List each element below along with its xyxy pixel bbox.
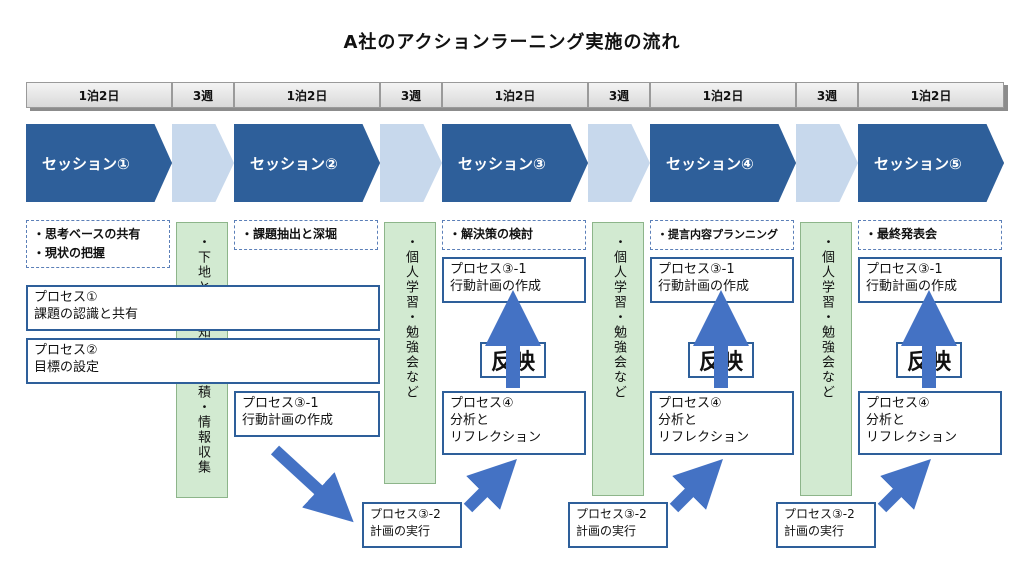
gap-4-study-box: ・個人学習・勉強会など bbox=[800, 222, 852, 496]
process-4-box: プロセス④ 分析と リフレクション bbox=[442, 391, 586, 455]
topic-box-session-4: ・提言内容プランニング bbox=[650, 220, 794, 250]
duration-cell: 1泊2日 bbox=[26, 82, 172, 108]
process-desc: 計画の実行 bbox=[370, 524, 431, 538]
duration-cell: 3週 bbox=[588, 82, 650, 108]
process-3-2-box: プロセス③-2 計画の実行 bbox=[776, 502, 876, 548]
session-1-chevron: セッション① bbox=[26, 124, 172, 202]
session-4-chevron: セッション④ bbox=[650, 124, 796, 202]
process-desc: リフレクション bbox=[658, 430, 750, 445]
process-label: プロセス③-2 bbox=[576, 507, 647, 521]
process-label: プロセス④ bbox=[866, 396, 930, 411]
process-desc: 計画の実行 bbox=[576, 524, 637, 538]
duration-cell: 1泊2日 bbox=[442, 82, 588, 108]
process-label: プロセス② bbox=[34, 343, 98, 358]
gap-3-text: ・個人学習・勉強会など bbox=[611, 235, 626, 400]
session-5-chevron: セッション⑤ bbox=[858, 124, 1004, 202]
duration-cell: 3週 bbox=[796, 82, 858, 108]
process-desc: リフレクション bbox=[866, 430, 958, 445]
process-desc: 分析と bbox=[658, 413, 698, 428]
duration-cell: 3週 bbox=[380, 82, 442, 108]
duration-cell: 1泊2日 bbox=[234, 82, 380, 108]
gap-2-study-box: ・個人学習・勉強会など bbox=[384, 222, 436, 484]
duration-cell: 1泊2日 bbox=[858, 82, 1004, 108]
diagonal-up-arrow bbox=[669, 459, 723, 513]
topic-box-session-1: ・思考ベースの共有 ・現状の把握 bbox=[26, 220, 170, 268]
diagonal-up-arrow bbox=[463, 459, 517, 513]
process-label: プロセス① bbox=[34, 290, 98, 305]
process-3-2-box: プロセス③-2 計画の実行 bbox=[362, 502, 462, 548]
topic-line: ・思考ベースの共有 bbox=[33, 227, 141, 241]
session-3-chevron: セッション③ bbox=[442, 124, 588, 202]
process-desc: 行動計画の作成 bbox=[242, 413, 334, 428]
process-1-box: プロセス① 課題の認識と共有 bbox=[26, 285, 380, 331]
topic-box-session-3: ・解決策の検討 bbox=[442, 220, 586, 250]
topic-line: ・現状の把握 bbox=[33, 246, 106, 260]
gap-4-text: ・個人学習・勉強会など bbox=[819, 235, 834, 400]
process-4-box: プロセス④ 分析と リフレクション bbox=[650, 391, 794, 455]
process-label: プロセス③-2 bbox=[370, 507, 441, 521]
gap-2-text: ・個人学習・勉強会など bbox=[403, 235, 418, 400]
process-label: プロセス③-1 bbox=[658, 262, 735, 277]
process-desc: 課題の認識と共有 bbox=[34, 307, 139, 322]
process-label: プロセス③-1 bbox=[450, 262, 527, 277]
process-desc: 分析と bbox=[866, 413, 906, 428]
process-4-box: プロセス④ 分析と リフレクション bbox=[858, 391, 1002, 455]
topic-box-session-2: ・課題抽出と深堀 bbox=[234, 220, 378, 250]
duration-cell: 3週 bbox=[172, 82, 234, 108]
duration-cell: 1泊2日 bbox=[650, 82, 796, 108]
process-label: プロセス④ bbox=[658, 396, 722, 411]
process-label: プロセス③-1 bbox=[866, 262, 943, 277]
session-2-chevron: セッション② bbox=[234, 124, 380, 202]
process-desc: 分析と bbox=[450, 413, 490, 428]
process-desc: リフレクション bbox=[450, 430, 542, 445]
process-desc: 目標の設定 bbox=[34, 360, 100, 375]
process-label: プロセス③-2 bbox=[784, 507, 855, 521]
process-3-1-box: プロセス③-1 行動計画の作成 bbox=[234, 391, 380, 437]
process-label: プロセス④ bbox=[450, 396, 514, 411]
process-3-2-box: プロセス③-2 計画の実行 bbox=[568, 502, 668, 548]
diagonal-up-arrow bbox=[877, 459, 931, 513]
process-2-box: プロセス② 目標の設定 bbox=[26, 338, 380, 384]
process-label: プロセス③-1 bbox=[242, 396, 319, 411]
diagonal-down-arrow bbox=[270, 445, 354, 523]
topic-box-session-5: ・最終発表会 bbox=[858, 220, 1002, 250]
diagram-title: A社のアクションラーニング実施の流れ bbox=[343, 32, 681, 53]
gap-3-study-box: ・個人学習・勉強会など bbox=[592, 222, 644, 496]
process-desc: 計画の実行 bbox=[784, 524, 845, 538]
